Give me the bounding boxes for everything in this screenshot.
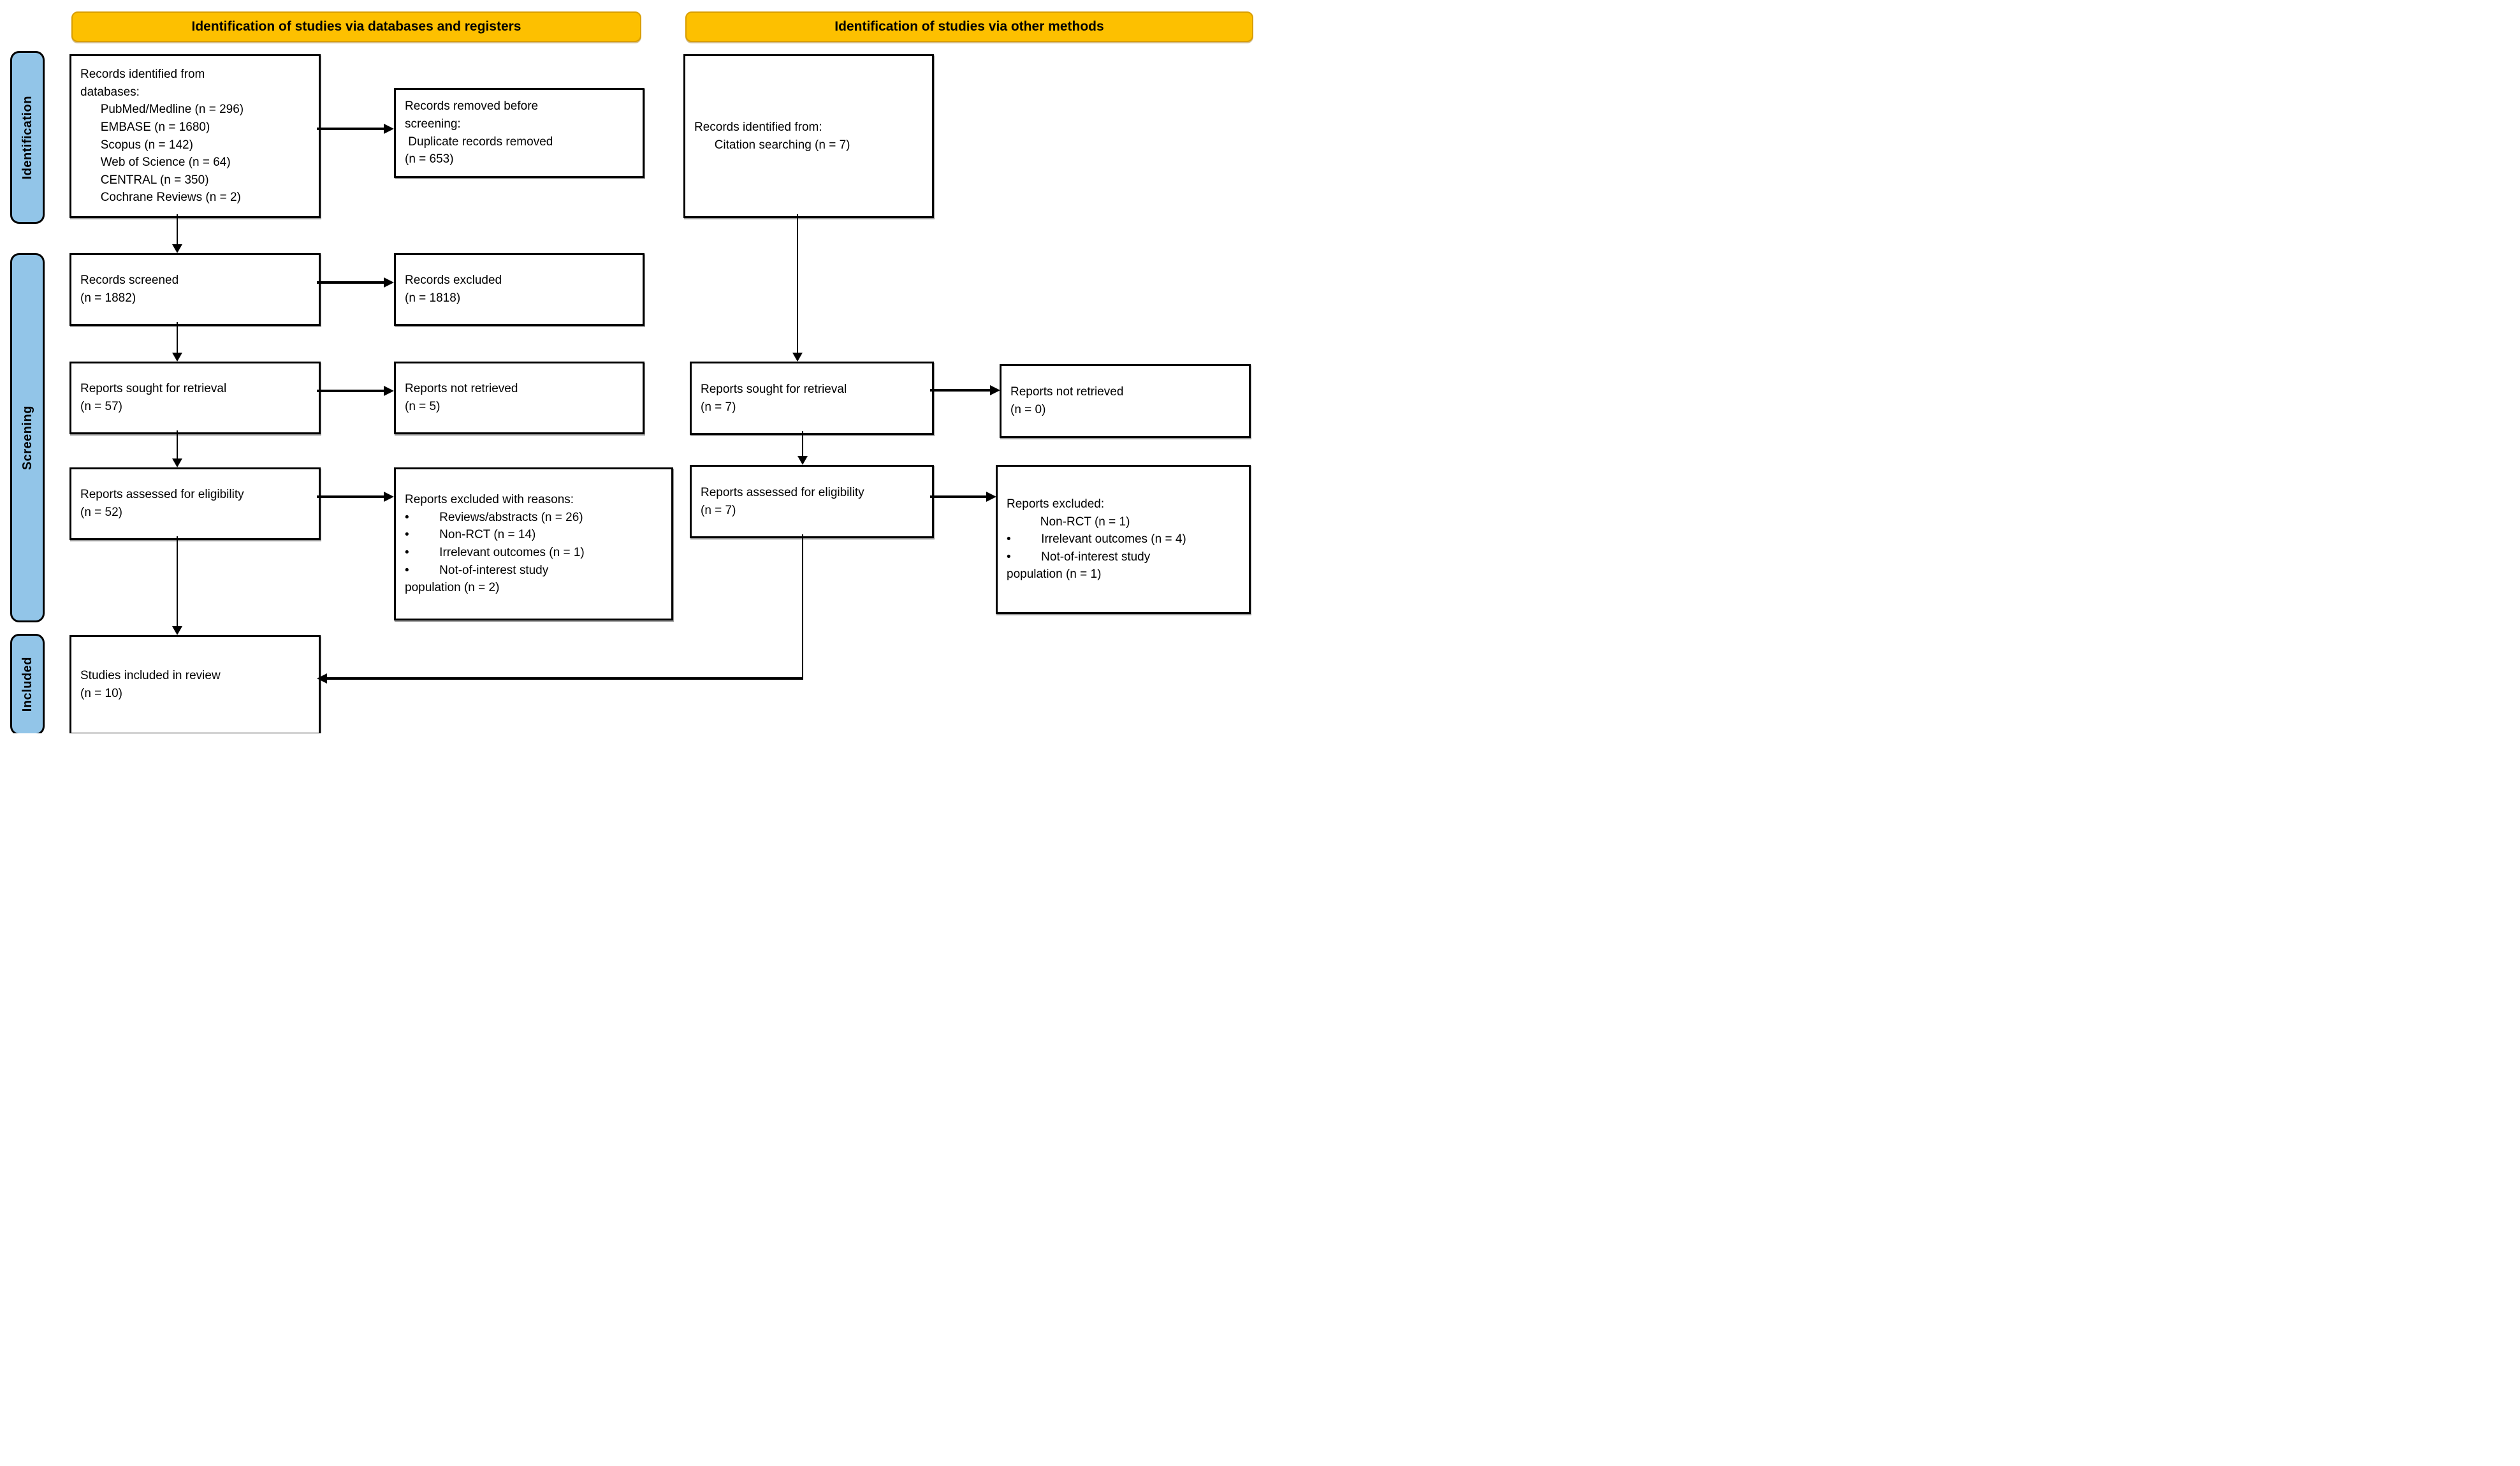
arrow-assessed-to-excludedreasons-shaft — [317, 495, 384, 498]
arrow-assessedother-to-included-horizontal — [326, 677, 803, 680]
arrow-screened-to-excluded-head — [384, 277, 394, 288]
box-reports-sought-other-text: Reports sought for retrieval (n = 7) — [701, 382, 847, 414]
arrow-screened-to-sought-shaft — [177, 322, 178, 353]
stage-included-label: Included — [20, 657, 34, 712]
arrow-identified-to-removed-head — [384, 124, 394, 134]
box-records-removed-before-screening-text: Records removed before screening: Duplic… — [405, 99, 553, 166]
box-reports-sought-databases-text: Reports sought for retrieval (n = 57) — [80, 382, 227, 413]
arrow-screened-to-sought-head — [172, 353, 182, 362]
box-studies-included-text: Studies included in review (n = 10) — [80, 669, 221, 700]
box-reports-excluded-other: Reports excluded: Non-RCT (n = 1) • Irre… — [996, 465, 1251, 614]
arrow-identified-to-screened-head — [172, 244, 182, 253]
banner-databases-registers-label: Identification of studies via databases … — [191, 19, 521, 34]
box-reports-not-retrieved-databases-text: Reports not retrieved (n = 5) — [405, 382, 518, 413]
arrow-sought-to-assessed-shaft — [177, 430, 178, 459]
box-records-screened: Records screened (n = 1882) — [69, 253, 321, 326]
arrow-identified-to-screened-shaft — [177, 214, 178, 246]
box-records-identified-databases: Records identified from databases: PubMe… — [69, 54, 321, 218]
arrow-assessed-to-excludedreasons-head — [384, 492, 394, 502]
box-studies-included: Studies included in review (n = 10) — [69, 635, 321, 733]
stage-included: Included — [10, 634, 45, 733]
box-reports-excluded-reasons-databases-text: Reports excluded with reasons: • Reviews… — [405, 493, 585, 595]
arrow-sought-to-notretrieved-head — [384, 386, 394, 396]
arrow-assessedother-to-included-head — [317, 673, 327, 684]
arrow-assessedother-to-excludedother-head — [986, 492, 996, 502]
arrow-soughtother-to-assessedother-shaft — [802, 431, 803, 457]
box-reports-not-retrieved-other-text: Reports not retrieved (n = 0) — [1010, 385, 1124, 416]
box-reports-assessed-databases-text: Reports assessed for eligibility (n = 52… — [80, 488, 244, 519]
arrow-identified-to-removed-shaft — [317, 128, 384, 130]
banner-other-methods: Identification of studies via other meth… — [685, 11, 1253, 42]
box-reports-not-retrieved-databases: Reports not retrieved (n = 5) — [394, 362, 645, 434]
arrow-citation-to-sought-head — [792, 353, 803, 362]
box-reports-assessed-other: Reports assessed for eligibility (n = 7) — [690, 465, 934, 538]
arrow-sought-to-assessed-head — [172, 458, 182, 467]
stage-screening: Screening — [10, 253, 45, 622]
box-reports-assessed-other-text: Reports assessed for eligibility (n = 7) — [701, 485, 864, 517]
arrow-soughtother-to-notretrievedother-head — [990, 385, 1000, 395]
box-records-identified-databases-text: Records identified from databases: PubMe… — [80, 68, 244, 205]
arrow-assessedother-to-included-vertical — [802, 534, 803, 680]
banner-databases-registers: Identification of studies via databases … — [71, 11, 641, 42]
stage-identification-label: Identification — [20, 95, 34, 180]
arrow-soughtother-to-assessedother-head — [798, 456, 808, 465]
arrow-assessedother-to-excludedother-shaft — [930, 495, 987, 498]
box-records-screened-text: Records screened (n = 1882) — [80, 274, 179, 305]
box-reports-sought-other: Reports sought for retrieval (n = 7) — [690, 362, 934, 435]
stage-screening-label: Screening — [20, 405, 34, 471]
banner-other-methods-label: Identification of studies via other meth… — [834, 19, 1104, 34]
box-records-identified-citation-text: Records identified from: Citation search… — [694, 120, 850, 152]
box-reports-not-retrieved-other: Reports not retrieved (n = 0) — [1000, 364, 1251, 438]
prisma-flow-diagram: Identification of studies via databases … — [0, 0, 1260, 733]
arrow-soughtother-to-notretrievedother-shaft — [930, 389, 991, 392]
box-records-excluded-text: Records excluded (n = 1818) — [405, 274, 502, 305]
box-reports-excluded-other-text: Reports excluded: Non-RCT (n = 1) • Irre… — [1007, 497, 1186, 582]
box-records-removed-before-screening: Records removed before screening: Duplic… — [394, 88, 645, 178]
arrow-assessed-to-included-head — [172, 626, 182, 635]
box-reports-excluded-reasons-databases: Reports excluded with reasons: • Reviews… — [394, 467, 673, 620]
arrow-citation-to-sought-shaft — [797, 214, 798, 353]
box-records-excluded: Records excluded (n = 1818) — [394, 253, 645, 326]
arrow-assessed-to-included-shaft — [177, 536, 178, 627]
stage-identification: Identification — [10, 51, 45, 224]
arrow-sought-to-notretrieved-shaft — [317, 390, 384, 392]
box-records-identified-citation: Records identified from: Citation search… — [683, 54, 934, 218]
arrow-screened-to-excluded-shaft — [317, 281, 384, 284]
box-reports-assessed-databases: Reports assessed for eligibility (n = 52… — [69, 467, 321, 540]
box-reports-sought-databases: Reports sought for retrieval (n = 57) — [69, 362, 321, 434]
